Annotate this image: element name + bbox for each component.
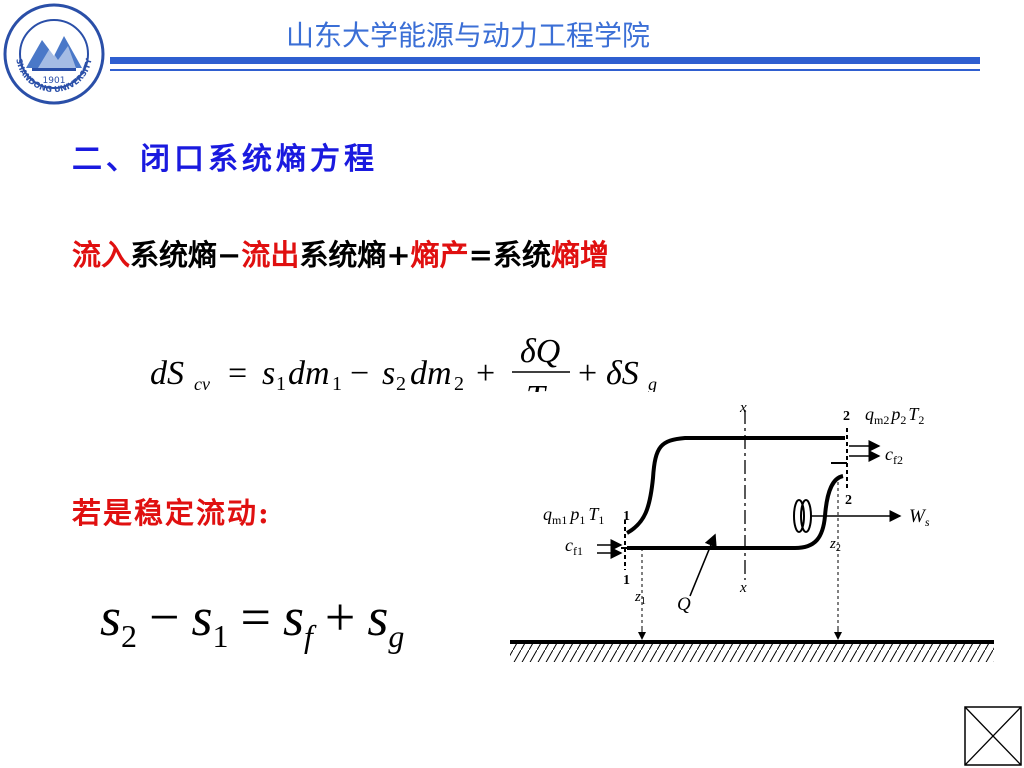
school-name: 山东大学能源与动力工程学院 bbox=[286, 19, 651, 52]
entropy-equation-open-system: dS cv = s 1 dm 1 − s 2 dm 2 + δQ T + δS … bbox=[150, 333, 657, 392]
eq1-dm1-sub: 1 bbox=[332, 373, 342, 392]
ground-hatch bbox=[510, 644, 994, 662]
eq2-sf-sub: f bbox=[303, 617, 313, 654]
eq1-frac-den: T bbox=[526, 379, 547, 392]
eq2-minus: − bbox=[149, 587, 180, 647]
eq2-s1: s bbox=[191, 587, 213, 647]
eq1-minus: − bbox=[350, 355, 369, 392]
eq1-equals: = bbox=[228, 355, 247, 392]
word-entropy-generation: 熵产 bbox=[410, 238, 469, 272]
label-sec2-mid: 2 bbox=[845, 493, 852, 508]
word-inflow: 流入 bbox=[72, 238, 131, 272]
label-heat: Q bbox=[677, 594, 691, 615]
svg-text:z2: z2 bbox=[829, 536, 841, 554]
header-rule-thin bbox=[110, 69, 980, 71]
slide-heading: 二、闭口系统熵方程 bbox=[72, 142, 378, 177]
svg-text:z1: z1 bbox=[634, 589, 646, 607]
word-entropy-increase: 熵增 bbox=[550, 238, 609, 272]
steady-flow-label: 若是稳定流动: bbox=[72, 496, 271, 530]
close-x-icon[interactable] bbox=[964, 706, 1022, 766]
eq1-frac-num: δQ bbox=[520, 333, 560, 370]
eq1-s1-sub: 1 bbox=[276, 373, 286, 392]
eq2-sf: s bbox=[282, 587, 304, 647]
eq1-dm1: dm bbox=[288, 355, 330, 392]
svg-text:1901: 1901 bbox=[43, 76, 66, 86]
steady-entropy-equation: s2−s1=sf+sg bbox=[100, 586, 404, 655]
word-system-entropy-2: 系统熵+ bbox=[299, 238, 411, 272]
eq2-s2: s bbox=[100, 587, 122, 647]
eq2-s2-sub: 2 bbox=[121, 617, 138, 654]
eq1-s1: s bbox=[262, 355, 275, 392]
eq2-plus: + bbox=[324, 587, 356, 647]
svg-text:cf2: cf2 bbox=[885, 444, 903, 467]
label-x-top: x bbox=[739, 400, 747, 416]
svg-text:Ws: Ws bbox=[909, 506, 930, 529]
eq1-dSg: δS bbox=[606, 355, 639, 392]
label-sec1-bottom: 1 bbox=[623, 573, 630, 588]
eq2-sg-sub: g bbox=[388, 617, 405, 654]
word-equation: 流入系统熵−流出系统熵+熵产=系统熵增 bbox=[72, 232, 609, 274]
eq1-dSg-sub: g bbox=[648, 374, 657, 392]
eq1-dm2-sub: 2 bbox=[454, 373, 464, 392]
university-logo: SHANDONG UNIVERSITY 1901 bbox=[3, 3, 105, 105]
word-equals-system: =系统 bbox=[468, 238, 551, 272]
eq1-s2: s bbox=[382, 355, 395, 392]
eq1-dS-sub: cv bbox=[194, 374, 210, 392]
eq1-s2-sub: 2 bbox=[396, 373, 406, 392]
ground-line bbox=[510, 640, 994, 644]
eq2-s1-sub: 1 bbox=[212, 617, 229, 654]
eq2-equals: = bbox=[240, 587, 271, 647]
word-system-entropy-1: 系统熵− bbox=[130, 238, 242, 272]
label-x-bottom: x bbox=[739, 580, 747, 596]
svg-text:cf1: cf1 bbox=[565, 535, 583, 558]
label-sec1-top: 1 bbox=[623, 509, 630, 524]
eq1-dm2: dm bbox=[410, 355, 452, 392]
header-rule-thick bbox=[110, 57, 980, 64]
eq1-dS: dS bbox=[150, 355, 184, 392]
duct-upper-wall bbox=[625, 436, 845, 535]
label-sec2-top: 2 bbox=[843, 409, 850, 424]
heat-arrow bbox=[689, 533, 717, 597]
eq1-plus2: + bbox=[578, 355, 597, 392]
turbine-icon bbox=[793, 499, 805, 533]
eq1-plus1: + bbox=[476, 355, 495, 392]
word-outflow: 流出 bbox=[241, 238, 300, 272]
eq2-sg: s bbox=[367, 587, 389, 647]
